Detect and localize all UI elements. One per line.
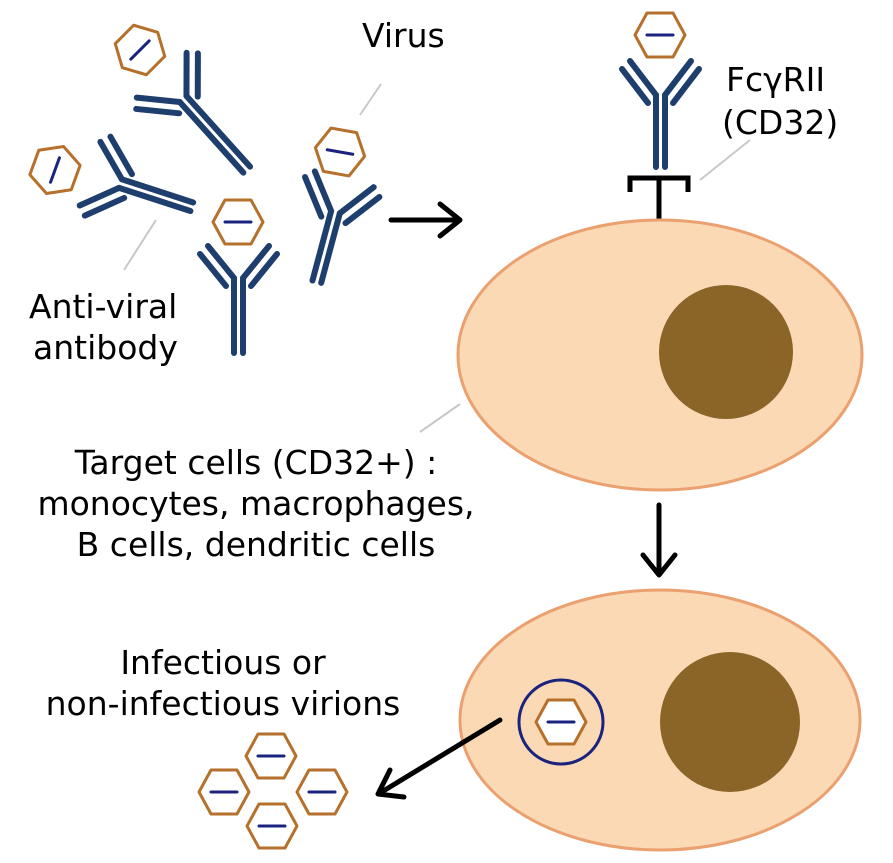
label-target-line1: Target cells (CD32+) : — [74, 443, 438, 482]
leader-antibody — [123, 219, 157, 271]
virion — [295, 768, 349, 816]
label-receptor-line2: (CD32) — [722, 103, 838, 142]
released-virions — [197, 732, 349, 850]
virion — [197, 768, 251, 816]
antibody-1 — [133, 49, 254, 176]
virus-1 — [113, 23, 167, 77]
virus-4 — [313, 126, 367, 178]
internalized-virus — [534, 698, 588, 746]
arrow-right — [388, 201, 463, 239]
arrow-release — [375, 717, 503, 800]
antibody-2 — [76, 133, 197, 219]
label-antibody-line2: antibody — [33, 328, 178, 367]
infected-cell — [458, 588, 862, 852]
fc-receptor-icon — [627, 175, 691, 222]
endosome — [517, 678, 605, 766]
leader-lines — [123, 83, 751, 433]
label-target-line3: B cells, dendritic cells — [77, 525, 436, 564]
leader-target-cell — [419, 403, 461, 433]
target-cell-top — [456, 218, 864, 492]
label-virus: Virus — [362, 16, 445, 55]
leader-receptor — [699, 139, 751, 181]
label-target-line2: monocytes, macrophages, — [37, 484, 474, 523]
label-receptor-line1: FcγRII — [726, 60, 825, 99]
bound-virus — [633, 11, 687, 59]
virus-3 — [211, 198, 265, 246]
leader-virus — [359, 83, 382, 116]
virus-2 — [28, 145, 82, 195]
bound-antibody — [619, 58, 702, 170]
label-virions-line2: non-infectious virions — [46, 684, 401, 723]
antibody-3 — [197, 243, 280, 356]
nucleus — [659, 285, 793, 419]
arrow-down — [640, 502, 678, 578]
virion — [245, 802, 299, 850]
label-virions-line1: Infectious or — [120, 643, 326, 682]
nucleus — [660, 652, 800, 792]
label-antibody-line1: Anti-viral — [29, 287, 177, 326]
antibody-4 — [302, 168, 383, 286]
virion — [244, 732, 298, 780]
